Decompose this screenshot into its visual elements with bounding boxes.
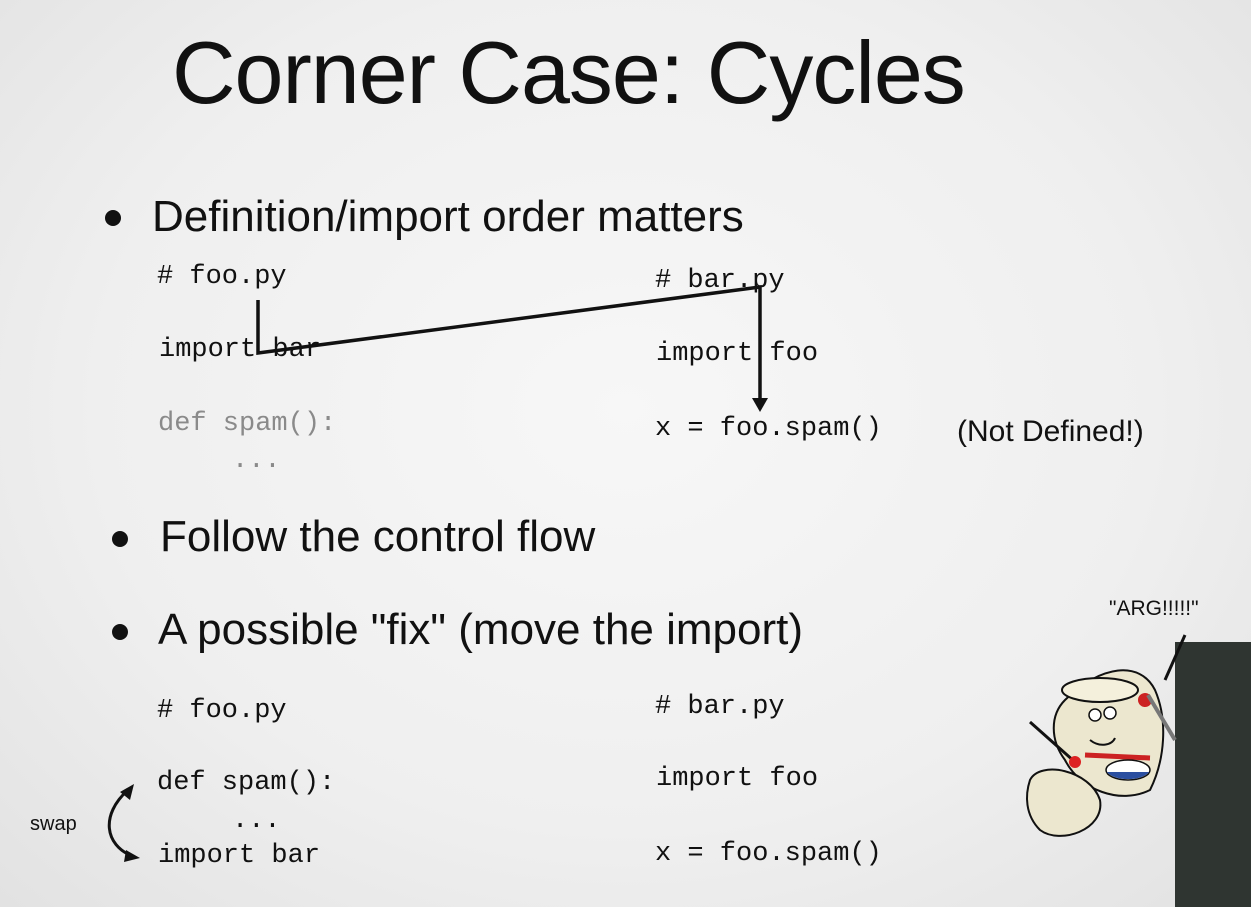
slide-title: Corner Case: Cycles [172,23,966,122]
bullet-1: Definition/import order matters [152,192,744,241]
code-foo-import: import bar [159,335,322,365]
fix-foo-header: # foo.py [157,696,287,726]
bullet-dot [105,210,121,226]
not-defined-note: (Not Defined!) [957,415,1144,448]
fix-bar-call: x = foo.spam() [655,839,882,869]
fix-foo-def: def spam(): [157,768,336,798]
bullet-dot [112,624,128,640]
bullet-3: A possible "fix" (move the import) [158,605,804,654]
code-foo-header: # foo.py [157,262,287,292]
code-foo-def: def spam(): [158,409,337,439]
fix-bar-import: import foo [656,764,819,794]
dark-panel [1175,642,1251,907]
fix-foo-import: import bar [158,841,321,871]
code-bar-call: x = foo.spam() [655,414,882,444]
bullet-2: Follow the control flow [160,512,596,561]
swap-label: swap [30,813,77,835]
bullet-dot [112,531,128,547]
code-bar-import: import foo [656,339,819,369]
fix-foo-ellipsis: ... [232,806,281,836]
fix-bar-header: # bar.py [655,692,785,722]
code-foo-ellipsis: ... [232,446,281,476]
cartoon-caption: "ARG!!!!!" [1109,597,1199,620]
